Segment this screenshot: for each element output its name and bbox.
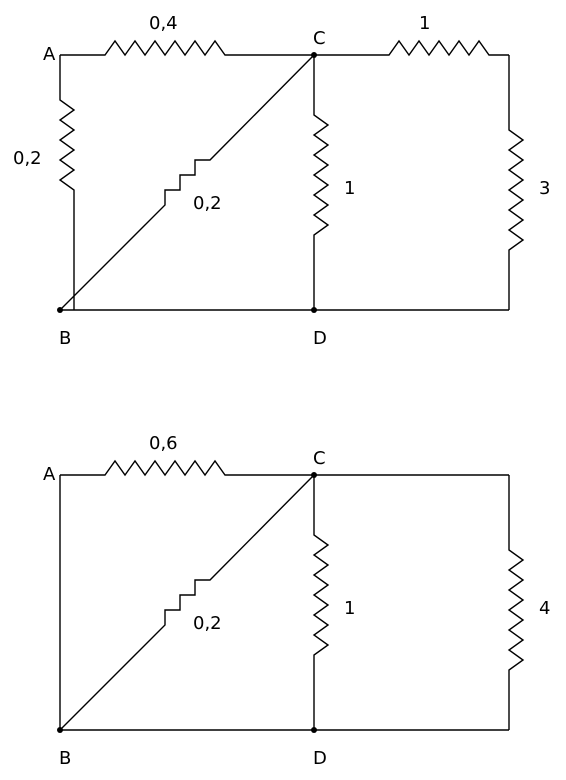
node-label-a: A — [43, 464, 56, 485]
node-d — [311, 727, 317, 733]
node-label-d: D — [313, 328, 327, 349]
node-label-a: A — [43, 44, 56, 65]
value-right: 3 — [539, 178, 550, 199]
resistor-cd — [312, 55, 330, 310]
node-d — [311, 307, 317, 313]
circuit-1: A C B D 0,4 1 0,2 0,2 1 3 — [13, 13, 550, 349]
value-cd: 1 — [344, 178, 355, 199]
resistor-ac — [60, 39, 314, 57]
value-ab: 0,2 — [13, 148, 42, 169]
value-bc: 0,2 — [193, 193, 222, 214]
node-label-b: B — [59, 328, 71, 349]
node-b — [57, 727, 63, 733]
node-label-b: B — [59, 748, 71, 769]
resistor-ab — [58, 55, 76, 310]
node-label-c: C — [313, 28, 326, 49]
resistor-right — [507, 475, 525, 730]
node-c — [311, 472, 317, 478]
value-cd: 1 — [344, 598, 355, 619]
resistor-bc — [59, 54, 315, 311]
node-c — [311, 52, 317, 58]
resistor-cd — [312, 475, 330, 730]
node-label-d: D — [313, 748, 327, 769]
circuit-2: A C B D 0,6 0,2 1 4 — [43, 433, 550, 769]
node-label-c: C — [313, 448, 326, 469]
resistor-top-right — [314, 39, 509, 57]
resistor-ac — [60, 459, 314, 477]
value-right: 4 — [539, 598, 550, 619]
node-b — [57, 307, 63, 313]
resistor-bc — [59, 474, 315, 731]
value-ac: 0,6 — [149, 433, 178, 454]
value-ac: 0,4 — [149, 13, 178, 34]
value-bc: 0,2 — [193, 613, 222, 634]
value-top-right: 1 — [419, 13, 430, 34]
resistor-right — [507, 55, 525, 310]
